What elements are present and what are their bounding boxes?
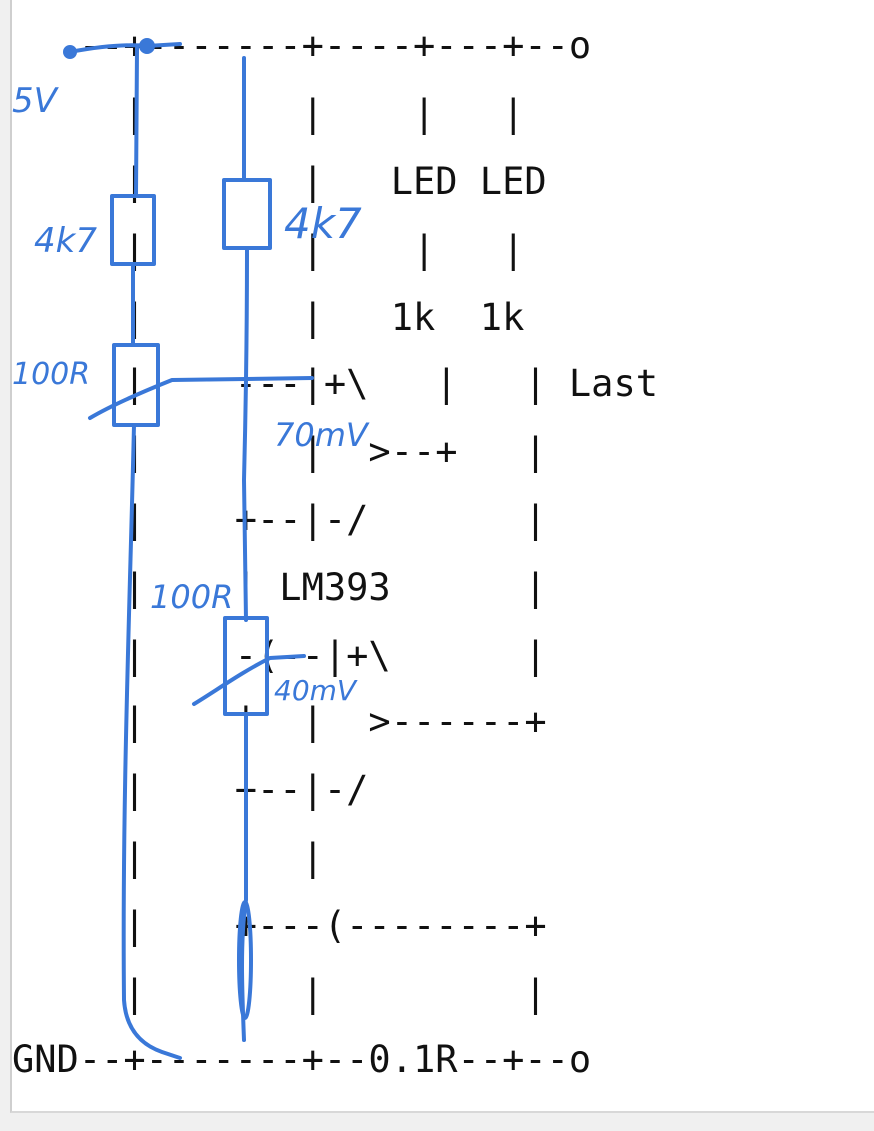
diagram-panel: --+-------+----+---+--o | | | | | | LED …: [10, 0, 874, 1113]
ascii-line-02: | | | |: [12, 92, 524, 135]
left-branch-top-wire: [134, 46, 139, 198]
ascii-line-09: | | LM393 |: [12, 566, 547, 609]
right-branch-scribble: [237, 900, 253, 1020]
ascii-line-11: | | | >------+: [12, 700, 547, 743]
label-right-pot: 100R: [150, 578, 233, 616]
left-branch-ground-wire: [121, 423, 182, 1060]
ascii-line-06: | ---|+\ | | Last: [12, 362, 658, 405]
label-right-resistor: 4k7: [284, 199, 362, 248]
right-pot-arrow: [192, 654, 306, 706]
supply-wire: [68, 42, 182, 54]
ascii-line-13: | | |: [12, 836, 324, 879]
ascii-line-16: GND--+-------+--0.1R--+--o: [12, 1038, 591, 1081]
ascii-schematic: --+-------+----+---+--o | | | | | | LED …: [12, 24, 658, 1081]
right-branch-mid-wire: [242, 246, 249, 622]
ascii-line-14: | +---(--------+: [12, 904, 547, 947]
left-pot-arrow: [88, 376, 314, 420]
ascii-line-12: | +--|-/: [12, 768, 368, 811]
label-supply-voltage: 5V: [12, 81, 60, 121]
label-left-pot-voltage: 70mV: [274, 416, 370, 454]
label-right-pot-voltage: 40mV: [274, 674, 358, 707]
ascii-line-07: | | >--+ |: [12, 430, 547, 473]
ascii-line-03: | | LED LED: [12, 160, 547, 203]
handwritten-labels: 5V 4k7 4k7 100R 70mV 100R 40mV: [12, 81, 370, 707]
label-left-resistor: 4k7: [34, 221, 97, 261]
label-left-pot: 100R: [12, 357, 90, 392]
circuit-diagram: --+-------+----+---+--o | | | | | | LED …: [12, 24, 658, 1081]
ascii-line-15: | | |: [12, 972, 547, 1015]
ascii-line-08: | +--|-/ |: [12, 498, 547, 541]
pen-overlay: [63, 38, 314, 1060]
ascii-line-05: | | 1k 1k: [12, 296, 524, 339]
